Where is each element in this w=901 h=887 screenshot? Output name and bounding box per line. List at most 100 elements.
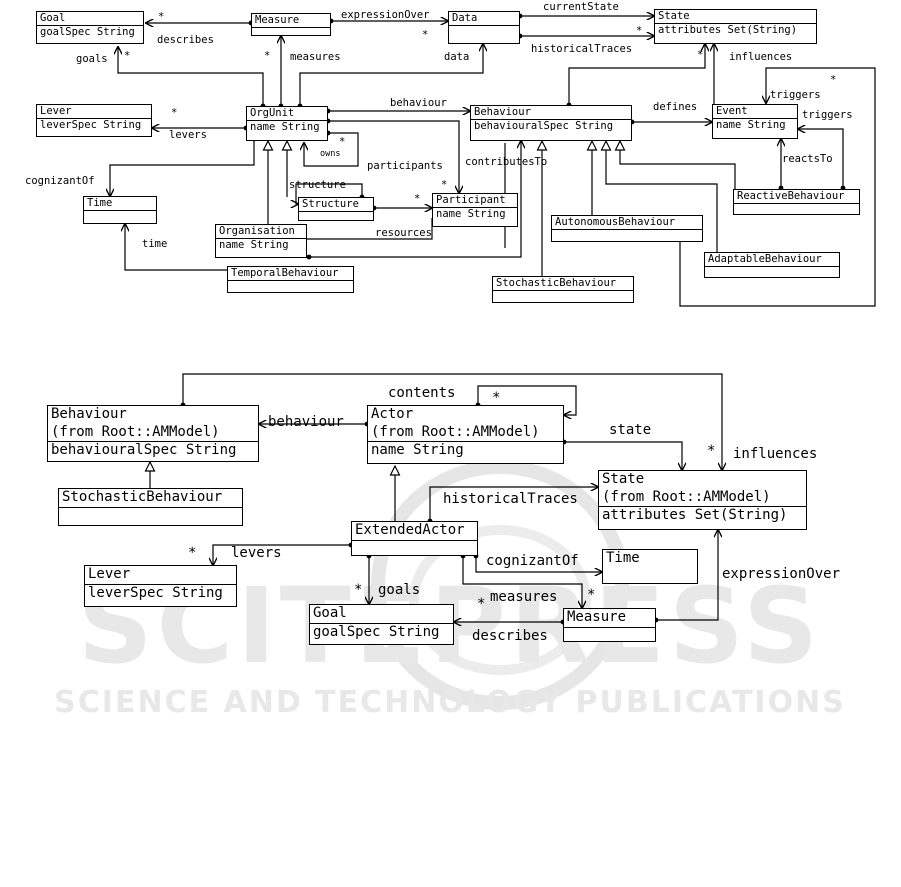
watermark-sub-text: SCIENCE AND TECHNOLOGY PUBLICATIONS [54, 685, 846, 720]
class-name: Measure [564, 609, 655, 628]
class-name: OrgUnit [247, 107, 327, 122]
label-state: state [609, 422, 652, 438]
label-goals-bottom: goals [378, 582, 421, 598]
class-attributes: leverSpec String [40, 119, 142, 132]
label-historical-traces-bottom: historicalTraces [443, 491, 578, 507]
label-levers-bottom: levers [231, 545, 282, 561]
multiplicity: * [441, 179, 448, 191]
class-name: ReactiveBehaviour [734, 190, 859, 205]
class-temporal-behaviour: TemporalBehaviour [227, 266, 354, 293]
label-time: time [142, 238, 168, 250]
class-autonomous-behaviour: AutonomousBehaviour [551, 215, 703, 242]
class-attributes: name String [250, 121, 320, 134]
label-goals: goals [76, 53, 108, 65]
class-name: StochasticBehaviour [59, 489, 242, 508]
class-name: Organisation [216, 225, 306, 240]
label-structure: structure [289, 179, 346, 191]
label-data: data [444, 51, 470, 63]
multiplicity: * [587, 587, 596, 603]
class-name: Goal [37, 12, 143, 27]
label-triggers-top: triggers [770, 89, 821, 101]
class-goal: Goal goalSpec String [36, 11, 144, 44]
label-measures-bottom: measures [490, 589, 558, 605]
label-influences: influences [729, 51, 793, 63]
class-measure: Measure [251, 13, 331, 36]
class-actor: Actor (from Root::AMModel) name String [367, 405, 564, 464]
class-name: State [655, 10, 816, 25]
class-name: Lever [85, 566, 236, 585]
multiplicity: * [492, 390, 501, 406]
label-levers: levers [169, 129, 207, 141]
label-defines: defines [653, 101, 698, 113]
class-package: (from Root::AMModel) [602, 488, 771, 505]
class-participant: Participant name String [432, 193, 518, 227]
class-stochastic-behaviour-bottom: StochasticBehaviour [58, 488, 243, 526]
class-structure: Structure [298, 197, 374, 221]
class-name: Structure [299, 198, 373, 213]
multiplicity: * [339, 136, 346, 148]
label-owns: owns [320, 149, 341, 159]
class-event: Event name String [712, 104, 798, 139]
class-name: Time [84, 197, 156, 212]
class-stochastic-behaviour: StochasticBehaviour [492, 276, 634, 303]
label-behaviour-bottom: behaviour [268, 414, 344, 430]
multiplicity: * [477, 596, 486, 612]
class-attributes: goalSpec String [40, 26, 135, 39]
class-goal-bottom: Goal goalSpec String [309, 604, 454, 645]
multiplicity: * [171, 107, 178, 119]
class-data: Data [448, 11, 520, 44]
class-name: ExtendedActor [352, 522, 477, 541]
class-name: Event [713, 105, 797, 120]
label-behaviour: behaviour [390, 97, 447, 109]
class-name: Lever [37, 105, 151, 120]
label-resources: resources [375, 227, 432, 239]
class-name: Measure [252, 14, 330, 29]
class-name: Behaviour [51, 406, 127, 422]
multiplicity: * [414, 193, 421, 205]
class-behaviour: Behaviour behaviouralSpec String [470, 105, 632, 141]
label-triggers-right: triggers [802, 109, 853, 121]
class-attributes: attributes Set(String) [602, 507, 788, 523]
class-attributes: name String [371, 442, 464, 458]
class-name: Time [606, 550, 640, 566]
class-behaviour-root: Behaviour (from Root::AMModel) behaviour… [47, 405, 259, 462]
multiplicity: * [124, 50, 131, 62]
label-contributes-to: contributesTo [465, 156, 548, 168]
multiplicity: * [264, 50, 271, 62]
multiplicity: * [354, 582, 363, 598]
label-reacts-to: reactsTo [782, 153, 833, 165]
class-name: Behaviour [471, 106, 631, 121]
multiplicity: * [830, 74, 837, 86]
class-name: State [602, 471, 645, 487]
label-participants: participants [367, 160, 443, 172]
class-name: StochasticBehaviour [493, 277, 633, 292]
class-attributes: behaviouralSpec String [474, 120, 614, 133]
label-describes: describes [157, 34, 214, 46]
class-attributes: attributes Set(String) [658, 24, 798, 37]
label-historical-traces: historicalTraces [531, 43, 633, 55]
class-reactive-behaviour: ReactiveBehaviour [733, 189, 860, 215]
class-name: AdaptableBehaviour [705, 253, 839, 268]
class-attributes: behaviouralSpec String [51, 442, 237, 458]
multiplicity: * [422, 29, 429, 41]
class-lever: Lever leverSpec String [36, 104, 152, 137]
class-name: Goal [310, 605, 453, 624]
class-time: Time [83, 196, 157, 224]
label-cognizant-of-bottom: cognizantOf [486, 553, 579, 569]
multiplicity: * [636, 25, 643, 37]
class-package: (from Root::AMModel) [51, 423, 220, 440]
multiplicity: * [158, 11, 165, 23]
label-describes-bottom: describes [472, 628, 548, 644]
class-name: Actor [371, 406, 414, 422]
multiplicity: * [697, 49, 704, 61]
class-organisation: Organisation name String [215, 224, 307, 258]
class-state-root: State (from Root::AMModel) attributes Se… [598, 470, 807, 530]
class-time-bottom: Time [602, 549, 698, 584]
class-attributes: goalSpec String [313, 623, 440, 640]
multiplicity: * [707, 443, 716, 459]
class-name: Data [449, 12, 519, 27]
class-state: State attributes Set(String) [654, 9, 817, 44]
class-name: AutonomousBehaviour [552, 216, 702, 231]
multiplicity: * [188, 545, 197, 561]
